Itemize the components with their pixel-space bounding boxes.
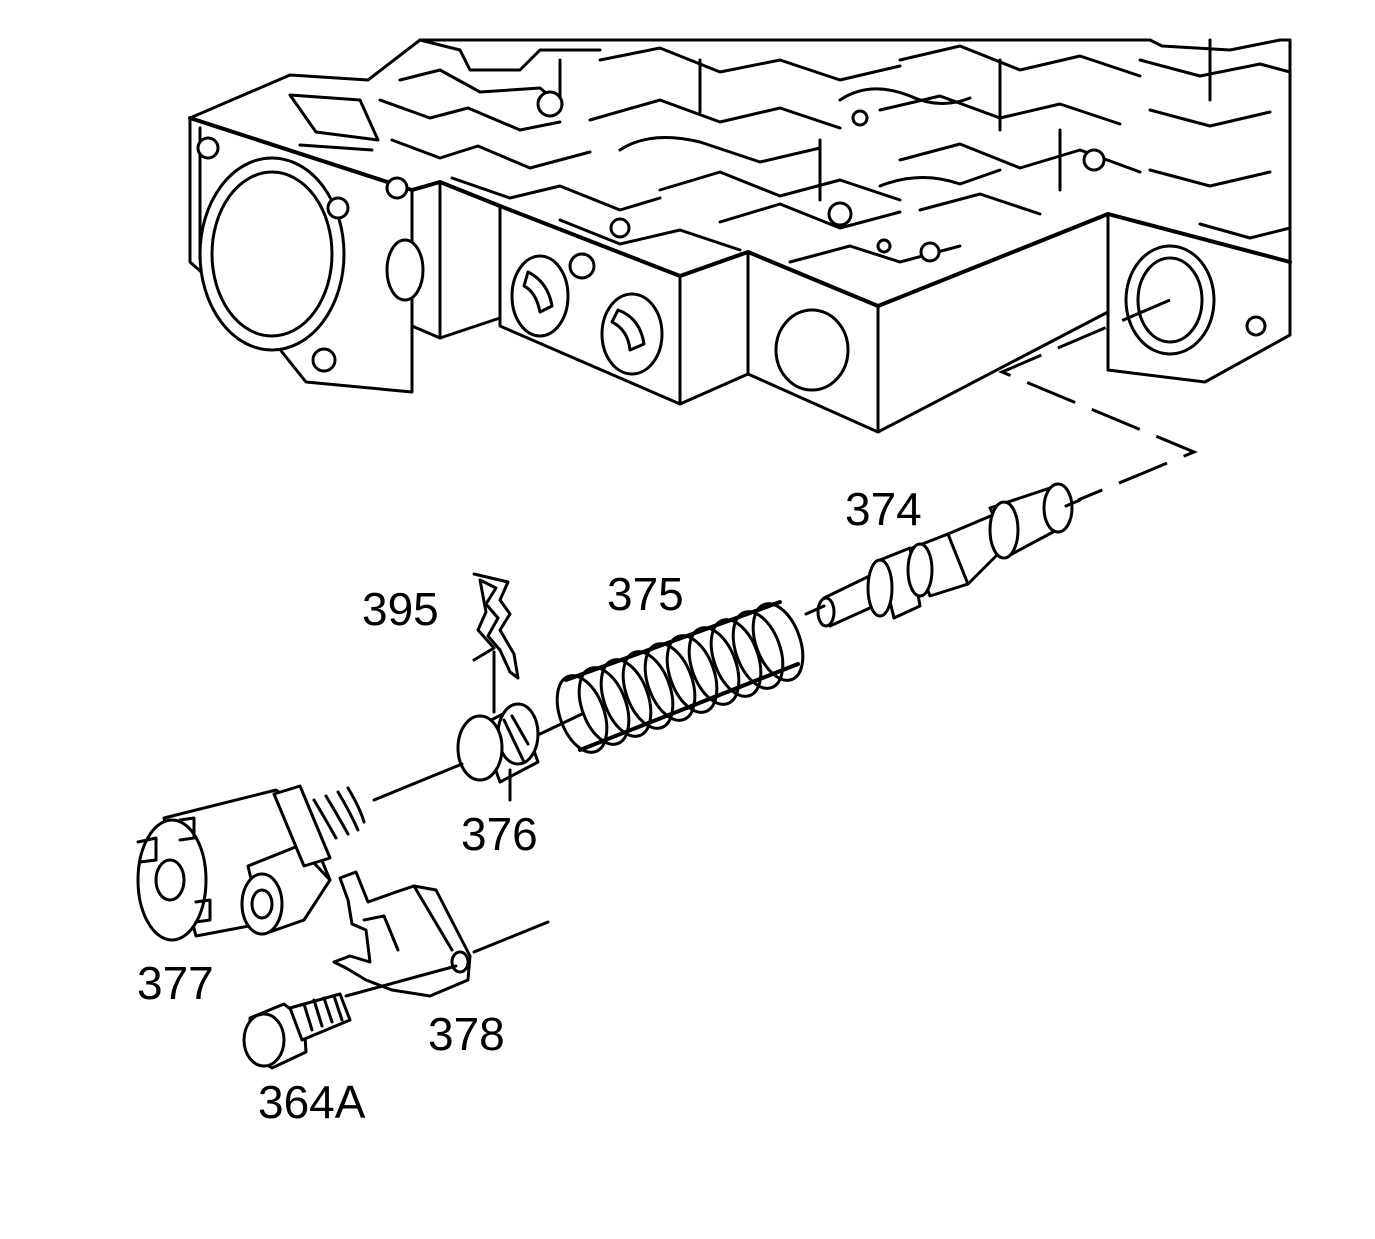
callout-374: 374 xyxy=(845,483,922,535)
callout-376: 376 xyxy=(461,808,538,860)
callout-395: 395 xyxy=(362,583,439,635)
callout-375: 375 xyxy=(607,568,684,620)
casting-holes xyxy=(387,92,1104,261)
part-395-clip xyxy=(474,574,518,678)
leader-lines xyxy=(494,652,510,800)
callout-377: 377 xyxy=(137,957,214,1009)
valve-body-casting xyxy=(190,40,1290,432)
part-376-plug xyxy=(458,704,538,782)
center-lines xyxy=(346,500,1080,996)
part-378-bracket xyxy=(334,872,470,996)
part-375-spring xyxy=(548,597,813,759)
callout-378: 378 xyxy=(428,1008,505,1060)
part-374-valve xyxy=(818,484,1072,626)
callout-364a: 364A xyxy=(258,1076,366,1128)
part-364a-bolt xyxy=(244,994,350,1068)
alignment-dashed-line xyxy=(1002,300,1194,500)
part-377-solenoid xyxy=(138,786,364,940)
